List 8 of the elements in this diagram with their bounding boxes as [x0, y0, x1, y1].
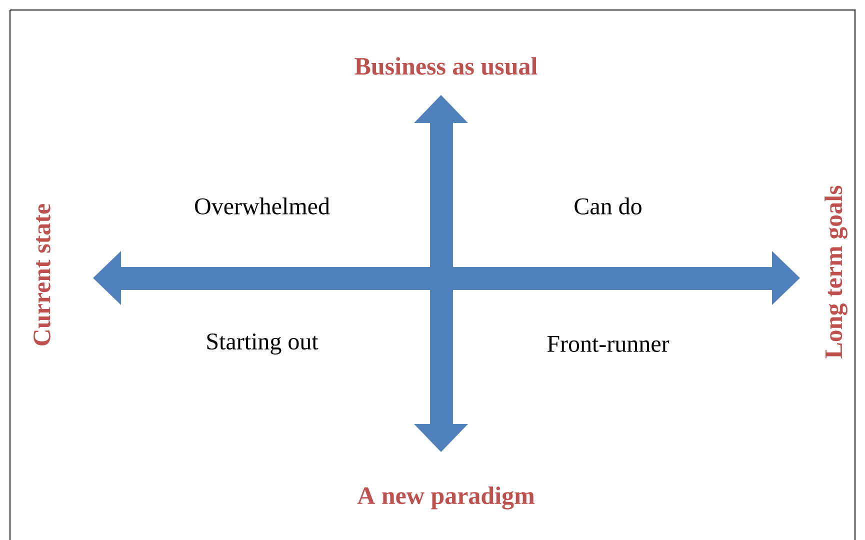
quadrant-label: Can do	[574, 198, 642, 214]
quadrant-label: Starting out	[207, 333, 318, 355]
quadrant-label: Overwhelmed	[195, 198, 330, 214]
quadrant-label: Front-runner	[547, 336, 670, 352]
axis-label: Business as usual	[354, 57, 538, 75]
axis-label: Current state	[34, 204, 50, 346]
axis-label: Long term goals	[824, 186, 848, 358]
axis-label: A new paradigm	[357, 486, 534, 510]
